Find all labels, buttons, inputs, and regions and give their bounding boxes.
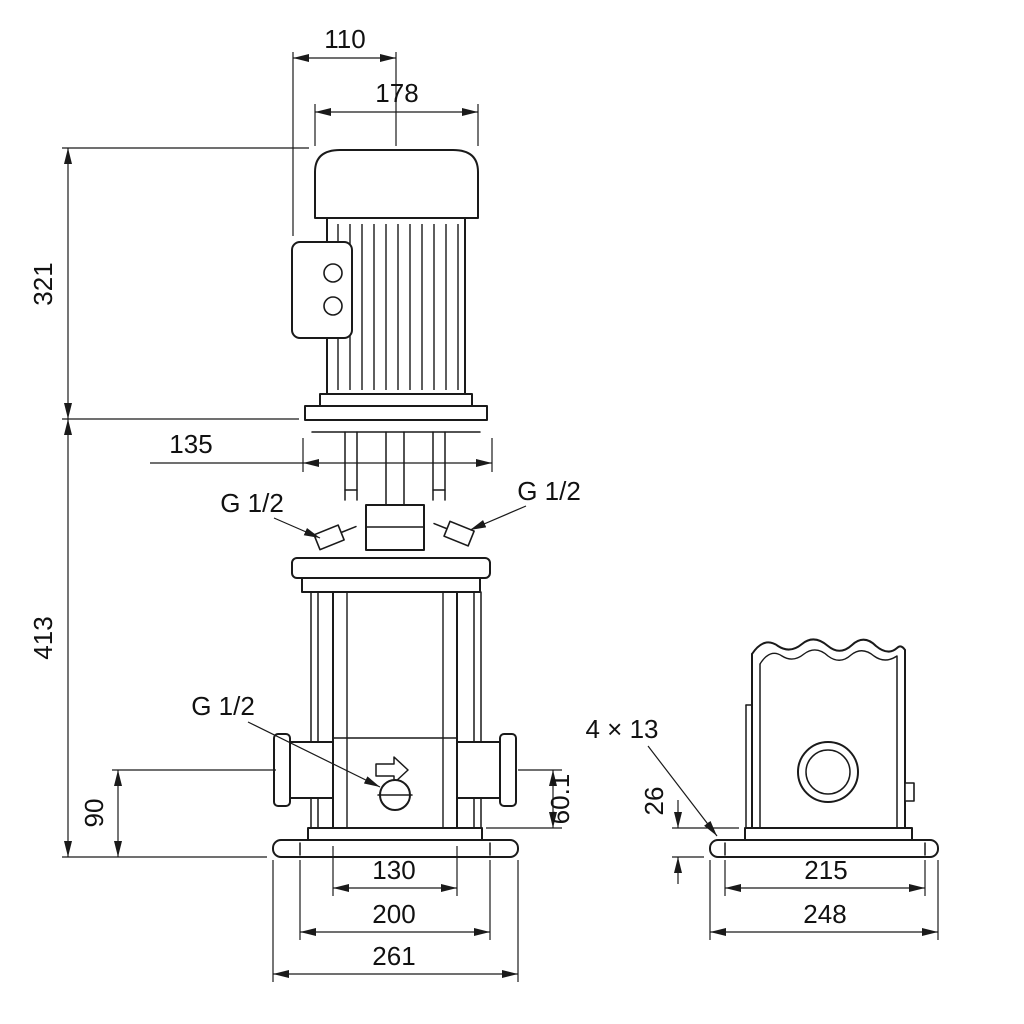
dim-26-label: 26 [639,787,669,816]
base-side [709,827,939,858]
base-front [272,827,519,858]
dim-135-label: 135 [169,429,212,459]
vent-plug-right [433,520,475,547]
front-view [272,149,519,858]
side-view [709,638,939,858]
motor-stool [311,431,481,551]
dimensions-front: 110 178 321 413 135 G 1/2 G 1/2 G 1/2 90 [28,24,581,982]
break-line [751,638,906,655]
port-opening [797,741,859,803]
dim-215-label: 215 [804,855,847,885]
dim-90-label: 90 [79,799,109,828]
dim-248-label: 248 [803,899,846,929]
drain-thread-label: G 1/2 [191,691,255,721]
side-tab [904,782,915,802]
pump-head-flange [291,557,491,593]
dim-178-label: 178 [375,78,418,108]
dim-200-label: 200 [372,899,415,929]
ports [273,733,517,807]
vent-plug-left [313,524,357,551]
dim-413-label: 413 [28,616,58,659]
bolt-holes-label: 4 × 13 [585,714,658,744]
vent-thread-right-label: G 1/2 [517,476,581,506]
vent-thread-left-label: G 1/2 [220,488,284,518]
drain [375,756,413,811]
dim-130-label: 130 [372,855,415,885]
dimensions-side: 4 × 13 26 215 248 [585,714,939,940]
dim-110-label: 110 [324,24,365,54]
flow-arrow-icon [375,756,409,784]
motor [291,149,488,421]
dim-321-label: 321 [28,262,58,305]
dim-261-label: 261 [372,941,415,971]
terminal-box [291,241,353,339]
dim-60-1-label: 60.1 [545,774,575,825]
